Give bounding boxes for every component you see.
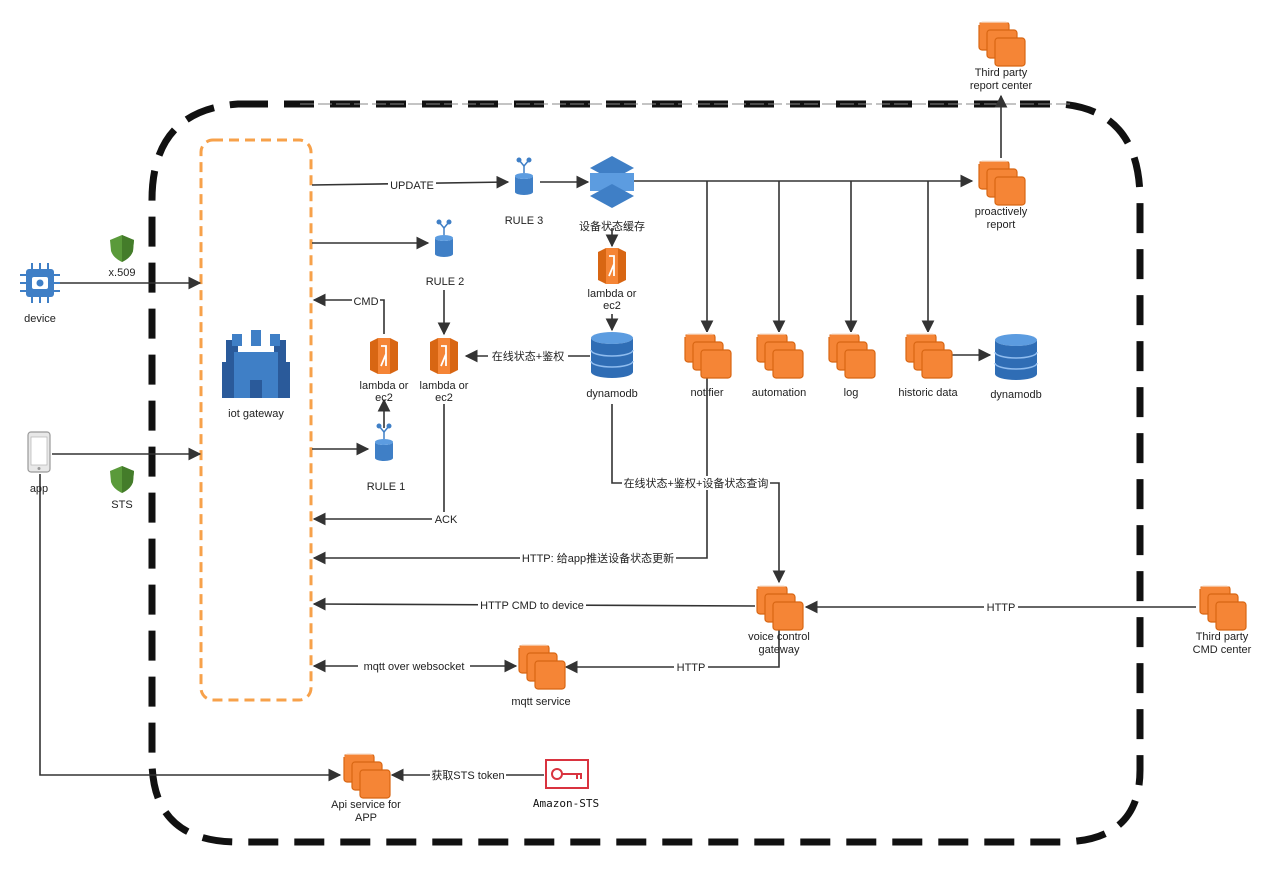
mobile-phone-icon (27, 431, 51, 473)
service-icon (1197, 583, 1247, 631)
label-cmd: CMD (353, 296, 378, 308)
chip-icon (20, 263, 60, 303)
rule1-node[interactable]: RULE 1 (367, 422, 406, 494)
key-icon (545, 759, 589, 789)
label-http-push: HTTP: 给app推送设备状态更新 (522, 551, 674, 565)
app-label: app (30, 483, 48, 495)
edge-app-api (39, 474, 342, 782)
dynamodb-main-node[interactable]: dynamodb (586, 331, 638, 400)
historic-data-node[interactable]: historic data (898, 331, 959, 399)
label-online-auth: 在线状态+鉴权 (492, 349, 564, 363)
label-get-sts: 获取STS token (431, 769, 504, 782)
label-online-auth-query: 在线状态+鉴权+设备状态查询 (624, 476, 769, 490)
edge-cmd (312, 293, 385, 334)
sts-node: STS (110, 466, 134, 511)
mqtt-service-node[interactable]: mqtt service (511, 642, 571, 708)
label-http-third: HTTP (987, 602, 1016, 614)
x509-label: x.509 (109, 267, 136, 279)
label-http-cmd: HTTP CMD to device (480, 600, 584, 612)
device-cache-node[interactable]: 设备状态缓存 (579, 156, 645, 233)
database-icon (994, 333, 1038, 381)
rule1-label: RULE 1 (367, 481, 406, 493)
iot-gateway-node[interactable]: iot gateway (222, 330, 290, 420)
lambda-icon (429, 337, 459, 375)
automation-label: automation (752, 387, 806, 399)
edge-voice-mqtt (564, 628, 780, 674)
rule2-label: RULE 2 (426, 276, 465, 288)
log-label: log (844, 387, 859, 399)
edge-http-push (312, 378, 708, 565)
edge-ack (312, 404, 445, 526)
rule-icon (374, 422, 394, 462)
queue-icon (590, 156, 634, 208)
iot-gateway-label: iot gateway (228, 408, 284, 420)
iot-gateway-panel (199, 138, 313, 702)
dynamodb-hist-node[interactable]: dynamodb (990, 333, 1042, 401)
app-node[interactable]: app (27, 431, 51, 495)
service-icon (976, 158, 1026, 206)
amazon-sts-label: Amazon-STS (533, 797, 599, 810)
service-icon (754, 583, 804, 631)
lambda-icon (597, 247, 627, 285)
label-http-mqtt: HTTP (677, 662, 706, 674)
notifier-node[interactable]: notifier (682, 331, 732, 399)
shield-icon (110, 235, 134, 262)
device-label: device (24, 313, 56, 325)
automation-node[interactable]: automation (752, 331, 806, 399)
mqtt-service-label: mqtt service (511, 696, 570, 708)
service-icon (682, 331, 732, 379)
shield-icon (110, 466, 134, 493)
service-icon (976, 19, 1026, 67)
rule2-node[interactable]: RULE 2 (426, 218, 465, 289)
service-icon (826, 331, 876, 379)
notifier-label: notifier (690, 387, 723, 399)
lambda-icon (369, 337, 399, 375)
label-update: UPDATE (390, 180, 434, 192)
database-icon (590, 331, 634, 379)
label-mqtt-ws: mqtt over websocket (364, 661, 465, 673)
service-icon (341, 751, 391, 799)
rule3-node[interactable]: RULE 3 (505, 156, 544, 228)
device-node[interactable]: device (20, 263, 60, 325)
rule3-label: RULE 3 (505, 215, 544, 227)
castle-icon (222, 330, 290, 398)
service-icon (903, 331, 953, 379)
service-icon (516, 642, 566, 690)
historic-data-label: historic data (898, 387, 958, 399)
x509-node: x.509 (109, 235, 136, 279)
label-ack: ACK (435, 514, 458, 526)
dynamodb-main-label: dynamodb (586, 388, 637, 400)
dynamodb-hist-label: dynamodb (990, 389, 1041, 401)
rule-icon (514, 156, 534, 196)
sts-label: STS (111, 499, 132, 511)
log-node[interactable]: log (826, 331, 876, 399)
rule-icon (434, 218, 454, 258)
device-cache-label: 设备状态缓存 (579, 219, 645, 233)
service-icon (754, 331, 804, 379)
amazon-sts-node[interactable]: Amazon-STS (533, 759, 599, 810)
